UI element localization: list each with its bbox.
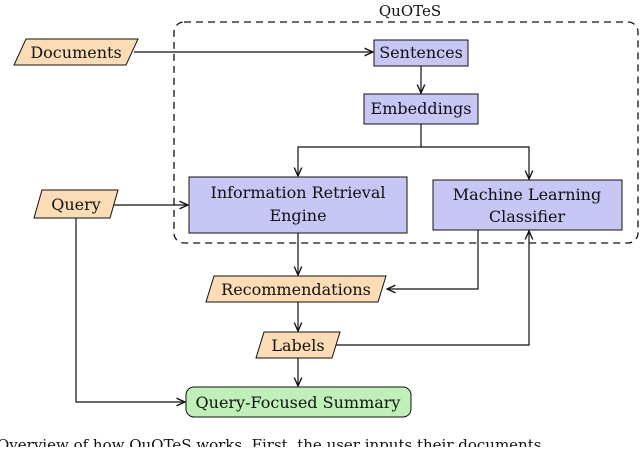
quotes-group-label: QuOTeS [379, 2, 441, 20]
arrow-embeddings-to-ml-classifier [421, 146, 529, 179]
ml-classifier-label-line2: Classifier [489, 207, 566, 226]
documents-shape [13, 38, 139, 66]
labels-label: Labels [271, 336, 324, 355]
query-label: Query [51, 195, 101, 214]
embeddings-label: Embeddings [371, 99, 472, 118]
summary-label: Query-Focused Summary [196, 393, 401, 412]
figure-caption: Overview of how QuOTeS works. First, the… [0, 436, 541, 447]
embeddings-box [363, 93, 479, 125]
recommendations-label: Recommendations [221, 280, 371, 299]
arrow-labels-to-ml-classifier [336, 231, 529, 346]
ir-engine-label-line1: Information Retrieval [211, 183, 386, 202]
ml-classifier-label-line1: Machine Learning [453, 185, 601, 204]
labels-shape [255, 331, 341, 359]
query-shape [33, 189, 119, 219]
sentences-box [373, 39, 469, 67]
quotes-group-box [173, 21, 639, 244]
summary-box [185, 386, 412, 418]
documents-label: Documents [30, 43, 121, 62]
arrow-embeddings-to-ir-engine [298, 146, 421, 176]
ml-classifier-box [432, 179, 623, 231]
ir-engine-label-line2: Engine [269, 206, 326, 225]
arrow-ml-classifier-to-recommendations [387, 230, 479, 289]
ir-engine-box [188, 176, 408, 234]
recommendations-shape [205, 275, 387, 303]
sentences-label: Sentences [379, 43, 463, 62]
arrow-query-to-summary [75, 218, 185, 402]
